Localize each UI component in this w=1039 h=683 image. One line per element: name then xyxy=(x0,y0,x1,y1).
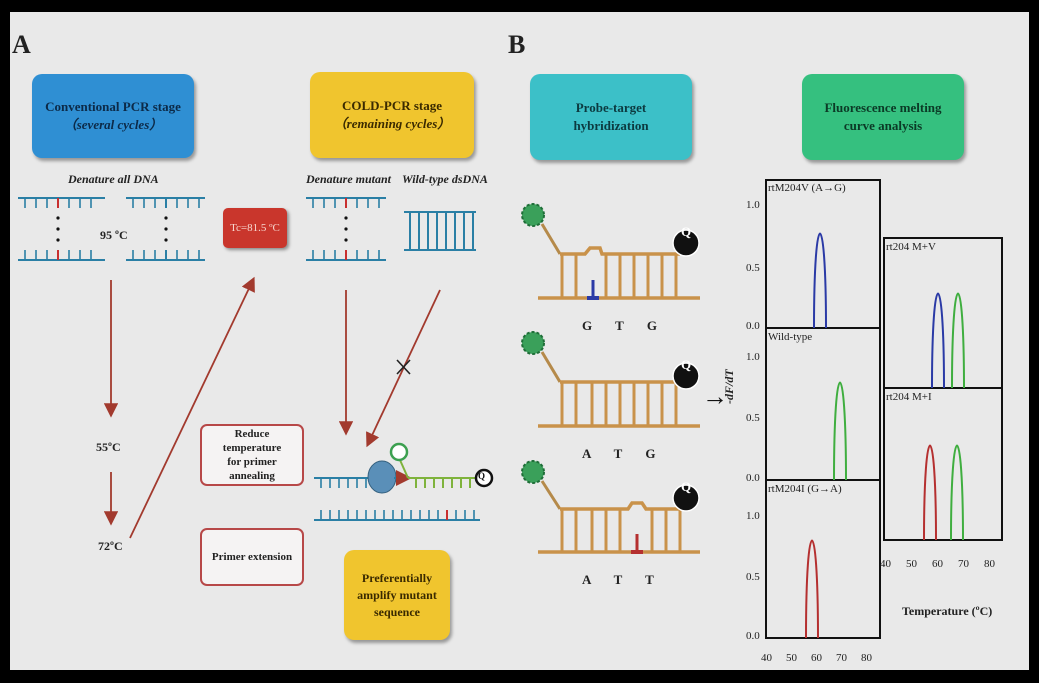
wildtype-dsdna xyxy=(404,211,476,251)
curve-wildtype-peak xyxy=(833,381,847,481)
denatured-dna-middle xyxy=(126,197,205,261)
y-tick: 0.5 xyxy=(746,571,760,583)
probe-bases-2: A T G xyxy=(582,446,666,461)
panel-a-letter: A xyxy=(12,30,31,59)
x-tick: 40 xyxy=(761,652,772,664)
process-arrows xyxy=(103,276,441,539)
x-tick: 80 xyxy=(861,652,872,664)
x-tick: 50 xyxy=(786,652,797,664)
y-tick: 0.0 xyxy=(746,472,760,484)
x-tick: 40 xyxy=(880,558,891,570)
curve-mv-peak-2 xyxy=(951,292,965,389)
conventional-pcr-box: Conventional PCR stage （several cycles） xyxy=(32,74,194,158)
denature-mutant-label: Denature mutant xyxy=(306,172,392,186)
plot-label-m-plus-i: rt204 M+I xyxy=(886,391,932,403)
quencher-q-3: Q xyxy=(680,479,692,494)
curve-mi-peak-2 xyxy=(950,444,964,541)
y-tick: 1.0 xyxy=(746,510,760,522)
curve-m204v-peak xyxy=(813,232,827,329)
tc-badge: Tc=81.5 ºC xyxy=(223,208,287,248)
x-tick: 80 xyxy=(984,558,995,570)
y-tick: 0.0 xyxy=(746,320,760,332)
x-tick: 60 xyxy=(932,558,943,570)
probe-hybridization-box: Probe-target hybridization xyxy=(530,74,692,160)
curve-mi-peak-1 xyxy=(923,444,937,541)
x-axis-label: Temperature (ºC) xyxy=(902,604,993,618)
quencher-q-1: Q xyxy=(680,224,692,239)
denature-all-label: Denature all DNA xyxy=(68,172,159,186)
cold-pcr-box: COLD-PCR stage （remaining cycles） xyxy=(310,72,474,158)
x-tick: 70 xyxy=(836,652,847,664)
melting-curves xyxy=(805,232,965,639)
probe-2 xyxy=(521,331,700,428)
plot-label-wildtype: Wild-type xyxy=(768,331,813,343)
y-tick: 0.5 xyxy=(746,412,760,424)
plot-label-m-plus-v: rt204 M+V xyxy=(886,241,936,253)
reduce-temperature-box: Reduce temperature for primer annealing xyxy=(200,424,304,486)
curve-mv-peak-1 xyxy=(931,292,945,389)
x-tick: 50 xyxy=(906,558,917,570)
temp-95-label: 95 ºC xyxy=(100,228,128,242)
temp-72-label: 72ºC xyxy=(98,539,123,553)
y-tick: 1.0 xyxy=(746,199,760,211)
plot-label-m204i: rtM204I (G→A) xyxy=(768,483,842,495)
y-tick: 0.0 xyxy=(746,630,760,642)
x-tick: 60 xyxy=(811,652,822,664)
panel-b-letter: B xyxy=(508,30,526,59)
x-tick: 70 xyxy=(958,558,969,570)
primer-extension-complex xyxy=(314,442,494,521)
temp-55-label: 55ºC xyxy=(96,440,121,454)
y-tick: 1.0 xyxy=(746,351,760,363)
probe-diagrams xyxy=(521,203,700,554)
denatured-mutant-dna xyxy=(306,197,386,261)
mismatch-dots xyxy=(56,216,348,242)
preferentially-amplify-box: Preferentially amplify mutant sequence xyxy=(344,550,450,640)
y-axis-label: -dF/dT xyxy=(722,369,736,404)
blocked-mark xyxy=(396,359,411,375)
figure-panel: A B Conventional PCR stage （several cycl… xyxy=(10,12,1029,670)
denatured-dna-left xyxy=(18,197,105,261)
primer-extension-box: Primer extension xyxy=(200,528,304,586)
probe-1 xyxy=(521,203,700,300)
y-tick: 0.5 xyxy=(746,262,760,274)
fluorescence-melting-box: Fluorescence melting curve analysis xyxy=(802,74,964,160)
diagram-drawing xyxy=(18,179,1003,639)
probe-3 xyxy=(521,460,700,554)
plot-label-m204v: rtM204V (A→G) xyxy=(768,182,846,194)
probe-bases-3: A T T xyxy=(582,572,664,587)
probe-bases-1: G T G xyxy=(582,318,667,333)
quencher-label-a: Q xyxy=(478,471,486,481)
arrow-right-icon: → xyxy=(702,382,728,411)
quencher-q-2: Q xyxy=(680,357,692,372)
curve-m204i-peak xyxy=(805,539,819,639)
wildtype-dsdna-label: Wild-type dsDNA xyxy=(402,172,488,186)
